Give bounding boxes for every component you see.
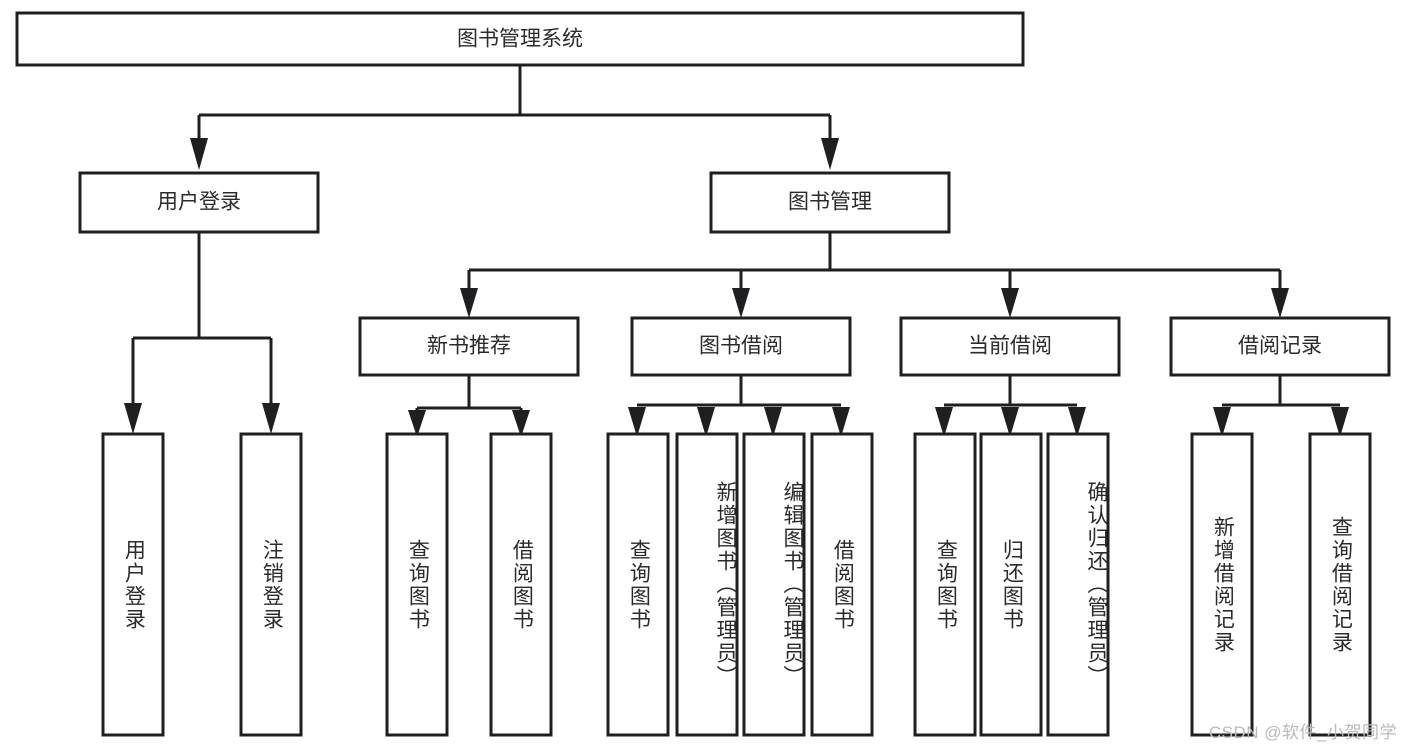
arrowhead-user-login (190, 138, 208, 170)
arrowhead-l3-2 (732, 288, 750, 318)
arrowhead-bb-3 (764, 407, 782, 437)
node-root-box[interactable] (15, 11, 1025, 67)
node-new-book-recommend[interactable]: 新书推荐 (358, 316, 580, 377)
node-borrow-record-box[interactable] (1169, 316, 1391, 377)
leaf-box-bb-add-book[interactable] (675, 432, 739, 737)
node-current-borrow-label: 当前借阅 (968, 335, 1052, 358)
node-current-borrow-box[interactable] (899, 316, 1121, 377)
leaf-box-logout[interactable] (239, 432, 303, 737)
node-new-book-recommend-box[interactable] (358, 316, 580, 377)
leaf-box-nb-query-book[interactable] (385, 432, 449, 737)
arrowhead-cb-3 (1068, 407, 1086, 437)
node-book-management-label: 图书管理 (788, 191, 872, 214)
arrowhead-ul-2 (262, 403, 280, 434)
node-borrow-record-label: 借阅记录 (1238, 335, 1322, 358)
arrowhead-l3-4 (1271, 288, 1289, 318)
arrowhead-br-1 (1213, 407, 1231, 437)
arrowhead-cb-2 (1001, 407, 1019, 437)
arrowhead-cb-1 (935, 407, 953, 437)
node-current-borrow[interactable]: 当前借阅 (899, 316, 1121, 377)
arrowhead-bb-1 (628, 407, 646, 437)
node-new-book-recommend-label: 新书推荐 (427, 335, 511, 358)
node-book-borrow[interactable]: 图书借阅 (630, 316, 852, 377)
node-book-management[interactable]: 图书管理 (709, 171, 951, 234)
leaf-box-cb-query-book[interactable] (913, 432, 977, 737)
node-user-login-label: 用户登录 (157, 191, 241, 214)
arrowhead-bb-2 (697, 407, 715, 437)
leaf-box-cb-return-book[interactable] (979, 432, 1043, 737)
arrowhead-nb-1 (408, 410, 426, 437)
arrowhead-book-mgmt (821, 138, 839, 170)
arrowhead-l3-1 (460, 288, 478, 318)
arrowhead-bb-4 (832, 407, 850, 437)
arrowhead-ul-1 (124, 403, 142, 434)
node-book-borrow-label: 图书借阅 (699, 335, 783, 358)
arrowhead-br-2 (1331, 407, 1349, 437)
leaf-box-bb-query-book[interactable] (606, 432, 670, 737)
node-user-login[interactable]: 用户登录 (78, 171, 320, 234)
leaf-box-bb-borrow-book[interactable] (810, 432, 874, 737)
leaf-box-nb-borrow-book[interactable] (489, 432, 553, 737)
node-borrow-record[interactable]: 借阅记录 (1169, 316, 1391, 377)
leaf-box-bb-edit-book[interactable] (742, 432, 806, 737)
node-root-label: 图书管理系统 (457, 28, 583, 51)
node-book-borrow-box[interactable] (630, 316, 852, 377)
watermark-text: CSDN @软件_小贺同学 (1208, 723, 1397, 742)
node-book-management-box[interactable] (709, 171, 951, 234)
leaf-box-cb-confirm-return[interactable] (1046, 432, 1110, 737)
leaf-box-br-query-record[interactable] (1308, 432, 1372, 737)
node-root[interactable]: 图书管理系统 (15, 11, 1025, 67)
arrowhead-l3-3 (1001, 288, 1019, 318)
leaf-box-user-login[interactable] (101, 432, 165, 737)
leaf-box-br-add-record[interactable] (1190, 432, 1254, 737)
arrowhead-nb-2 (512, 410, 530, 437)
